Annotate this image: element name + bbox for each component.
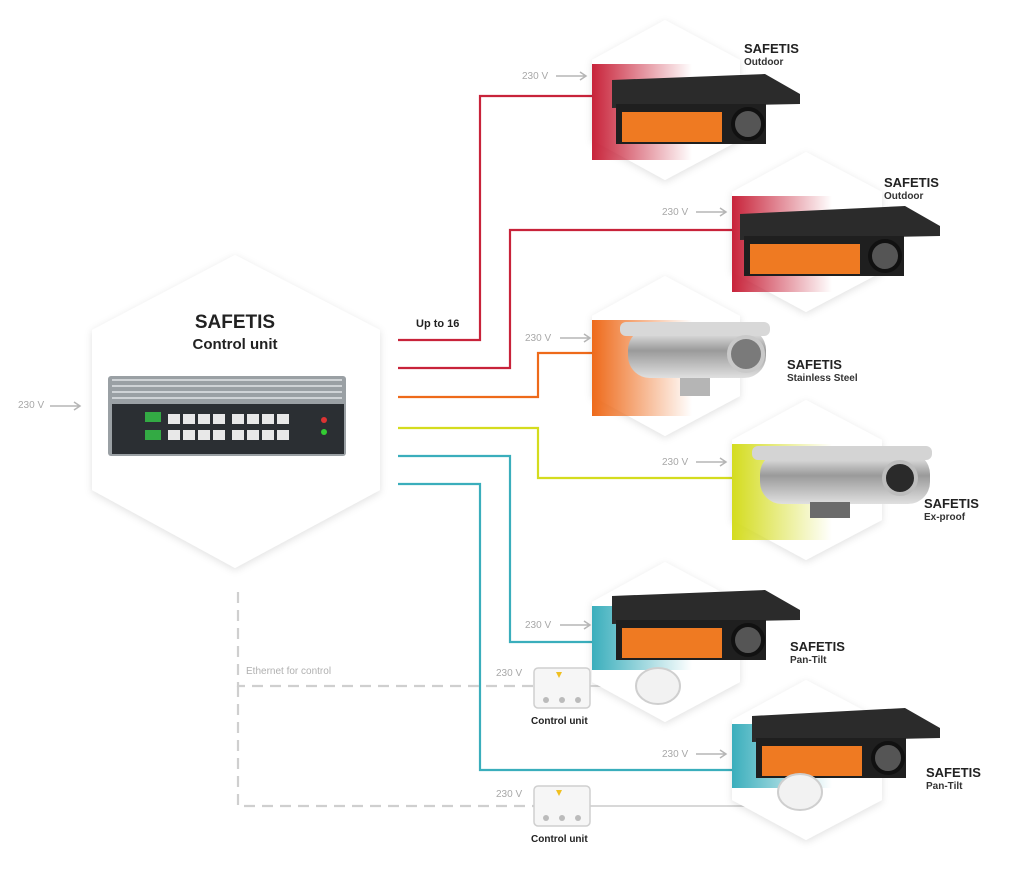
camera-5-image: [612, 590, 800, 705]
camera-6-supply: 230 V: [662, 749, 689, 760]
control-unit-hexagon: [92, 255, 380, 568]
ptz-control-unit-2-supply: 230 V: [496, 789, 523, 800]
camera-1-subtitle: Outdoor: [744, 57, 784, 69]
arrow-icon: [50, 401, 82, 411]
control-unit-device: [108, 376, 346, 456]
control-unit-label: SAFETIS Control unit: [140, 312, 330, 353]
line-camera-6: [398, 482, 740, 772]
camera-4-node: [732, 400, 932, 560]
ptz-control-unit-2-label: Control unit: [531, 834, 588, 845]
camera-6-node: [732, 680, 940, 840]
supply-arrows: [50, 71, 728, 759]
camera-3-subtitle: Stainless Steel: [787, 373, 858, 385]
camera-3-title: SAFETIS: [787, 357, 842, 372]
camera-4-label: SAFETIS Ex-proof: [924, 496, 979, 524]
camera-1-image: [612, 74, 800, 144]
line-camera-4: [398, 426, 740, 480]
control-unit-title: SAFETIS: [194, 312, 276, 333]
ethernet-label: Ethernet for control: [246, 666, 332, 677]
camera-6-label: SAFETIS Pan-Tilt: [926, 765, 981, 793]
line-camera-1: [398, 94, 610, 342]
camera-2-supply: 230 V: [662, 207, 689, 218]
camera-6-title: SAFETIS: [926, 765, 981, 780]
line-camera-5: [398, 454, 612, 644]
arrow-icon: [696, 457, 728, 467]
camera-4-image: [752, 446, 932, 518]
arrow-icon: [560, 333, 592, 343]
ptz-control-unit-1-label: Control unit: [531, 716, 588, 727]
camera-2-node: [732, 152, 940, 312]
camera-1-supply: 230 V: [522, 71, 549, 82]
camera-3-image: [620, 322, 770, 396]
camera-4-title: SAFETIS: [924, 496, 979, 511]
camera-5-title: SAFETIS: [790, 639, 845, 654]
line-camera-2: [398, 228, 740, 370]
arrow-icon: [560, 620, 592, 630]
camera-5-subtitle: Pan-Tilt: [790, 655, 827, 667]
camera-6-subtitle: Pan-Tilt: [926, 781, 963, 793]
connection-lines: [236, 94, 780, 808]
arrow-icon: [696, 749, 728, 759]
arrow-icon: [696, 207, 728, 217]
ptz-control-box-1: [533, 667, 591, 709]
camera-5-supply: 230 V: [525, 620, 552, 631]
camera-3-node: [592, 276, 770, 436]
camera-3-supply: 230 V: [525, 333, 552, 344]
camera-1-title: SAFETIS: [744, 41, 799, 56]
camera-6-image: [752, 708, 940, 811]
camera-2-label: SAFETIS Outdoor: [884, 175, 939, 203]
camera-5-label: SAFETIS Pan-Tilt: [790, 639, 845, 667]
camera-3-label: SAFETIS Stainless Steel: [787, 357, 858, 385]
ethernet-dashed-line-2: [236, 686, 534, 808]
control-unit-supply: 230 V: [18, 400, 45, 411]
camera-2-image: [740, 206, 940, 276]
camera-5-node: [592, 562, 800, 722]
arrow-icon: [556, 71, 588, 81]
camera-4-subtitle: Ex-proof: [924, 512, 966, 524]
camera-2-title: SAFETIS: [884, 175, 939, 190]
up-to-label: Up to 16: [416, 318, 460, 330]
camera-4-supply: 230 V: [662, 457, 689, 468]
camera-1-label: SAFETIS Outdoor: [744, 41, 799, 69]
ptz-control-box-2: [533, 785, 591, 827]
camera-1-node: [592, 20, 800, 180]
control-unit-subtitle: Control unit: [192, 336, 278, 353]
camera-2-subtitle: Outdoor: [884, 191, 924, 203]
ptz-control-unit-1-supply: 230 V: [496, 668, 523, 679]
line-camera-3: [398, 351, 600, 399]
